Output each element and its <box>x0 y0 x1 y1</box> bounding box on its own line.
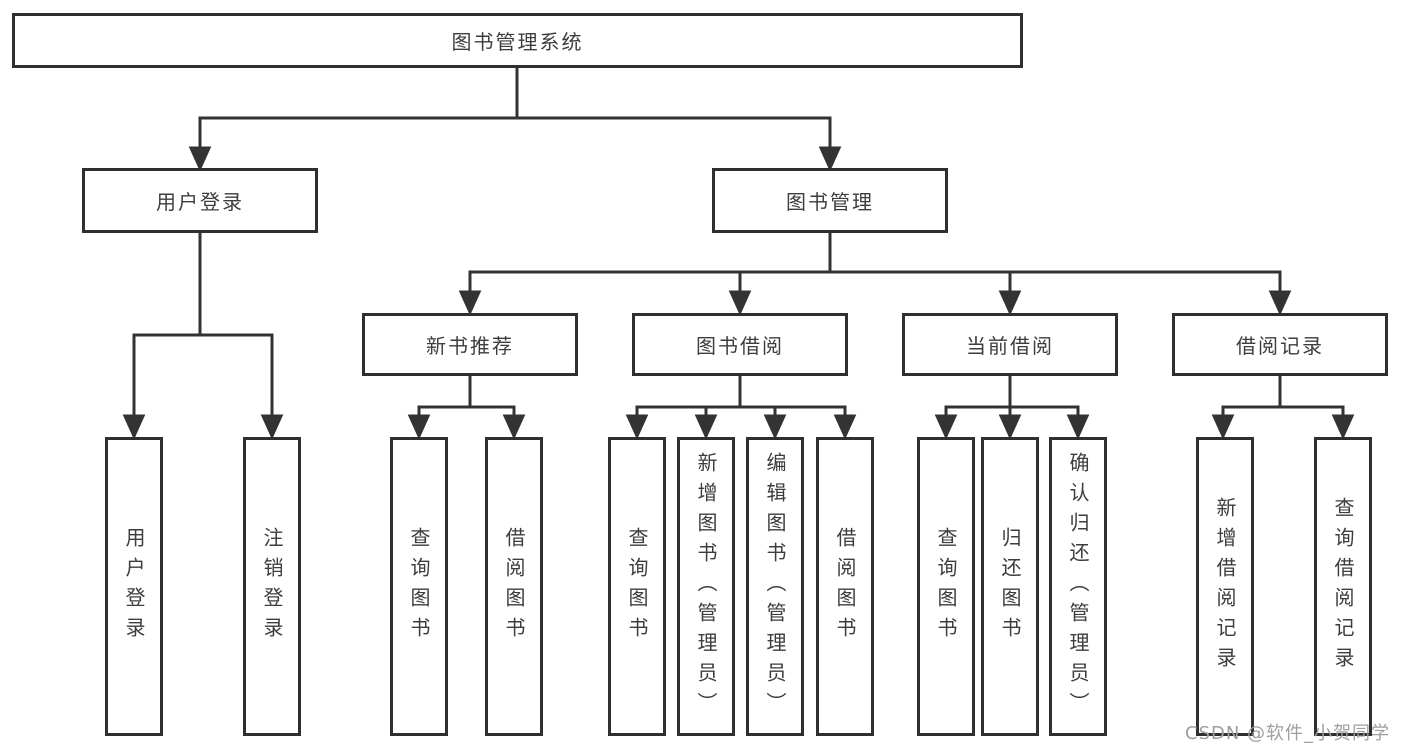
leaf-logout-label: 注销登录 <box>260 526 284 647</box>
arrowhead-down-icon <box>188 146 212 172</box>
arrowhead-down-icon <box>763 414 787 440</box>
node-book-mgmt-label: 图书管理 <box>786 190 874 214</box>
node-book-mgmt: 图书管理 <box>712 168 948 233</box>
leaf-add-books-admin-label: 新增图书（管理员） <box>694 451 718 722</box>
arrowhead-down-icon <box>502 414 526 440</box>
arrowhead-down-icon <box>458 290 482 316</box>
leaf-rec-borrow-books-label: 借阅图书 <box>502 526 526 647</box>
node-user-login: 用户登录 <box>82 168 318 233</box>
leaf-query-borrow-record-label: 查询借阅记录 <box>1331 496 1355 677</box>
leaf-add-borrow-record: 新增借阅记录 <box>1196 437 1254 736</box>
node-user-login-label: 用户登录 <box>156 190 244 214</box>
leaf-confirm-return-admin: 确认归还（管理员） <box>1049 437 1107 736</box>
arrowhead-down-icon <box>1211 414 1235 440</box>
arrowhead-down-icon <box>407 414 431 440</box>
leaf-rec-borrow-books: 借阅图书 <box>485 437 543 736</box>
connector-root-to-level2 <box>188 66 842 172</box>
arrowhead-down-icon <box>260 414 284 440</box>
leaf-rec-query-books: 查询图书 <box>390 437 448 736</box>
leaf-logout: 注销登录 <box>243 437 301 736</box>
connector-borrow-records-to-leaves <box>1211 374 1355 440</box>
arrowhead-down-icon <box>625 414 649 440</box>
csdn-watermark: CSDN @软件_小贺同学 <box>1185 723 1391 744</box>
arrowhead-down-icon <box>694 414 718 440</box>
arrowhead-down-icon <box>1331 414 1355 440</box>
node-book-borrow: 图书借阅 <box>632 313 848 376</box>
node-borrow-records-label: 借阅记录 <box>1236 334 1324 358</box>
arrowhead-down-icon <box>833 414 857 440</box>
leaf-borrow-books-label: 借阅图书 <box>833 526 857 647</box>
leaf-add-books-admin: 新增图书（管理员） <box>677 437 735 736</box>
leaf-borrow-books: 借阅图书 <box>816 437 874 736</box>
leaf-borrow-query-books-label: 查询图书 <box>625 526 649 647</box>
leaf-return-books: 归还图书 <box>981 437 1039 736</box>
node-borrow-records: 借阅记录 <box>1172 313 1388 376</box>
leaf-current-query-books-label: 查询图书 <box>934 526 958 647</box>
connector-book-borrow-to-leaves <box>625 374 857 440</box>
node-book-borrow-label: 图书借阅 <box>696 334 784 358</box>
arrowhead-down-icon <box>728 290 752 316</box>
leaf-confirm-return-admin-label: 确认归还（管理员） <box>1066 451 1090 722</box>
connector-book-mgmt-to-level3 <box>458 231 1292 316</box>
node-root-label: 图书管理系统 <box>451 30 584 54</box>
leaf-return-books-label: 归还图书 <box>998 526 1022 647</box>
connector-new-book-rec-to-leaves <box>407 374 526 440</box>
leaf-add-borrow-record-label: 新增借阅记录 <box>1213 496 1237 677</box>
node-new-book-rec-label: 新书推荐 <box>426 334 514 358</box>
connector-user-login-to-leaves <box>122 231 284 440</box>
leaf-current-query-books: 查询图书 <box>917 437 975 736</box>
leaf-query-borrow-record: 查询借阅记录 <box>1314 437 1372 736</box>
leaf-user-login: 用户登录 <box>105 437 163 736</box>
leaf-rec-query-books-label: 查询图书 <box>407 526 431 647</box>
connector-current-borrow-to-leaves <box>934 374 1090 440</box>
leaf-user-login-label: 用户登录 <box>122 526 146 647</box>
arrowhead-down-icon <box>998 290 1022 316</box>
node-current-borrow: 当前借阅 <box>902 313 1118 376</box>
arrowhead-down-icon <box>1066 414 1090 440</box>
arrowhead-down-icon <box>818 146 842 172</box>
arrowhead-down-icon <box>998 414 1022 440</box>
arrowhead-down-icon <box>122 414 146 440</box>
node-current-borrow-label: 当前借阅 <box>966 334 1054 358</box>
leaf-borrow-query-books: 查询图书 <box>608 437 666 736</box>
node-root: 图书管理系统 <box>12 13 1023 68</box>
leaf-edit-books-admin-label: 编辑图书（管理员） <box>763 451 787 722</box>
arrowhead-down-icon <box>934 414 958 440</box>
node-new-book-rec: 新书推荐 <box>362 313 578 376</box>
leaf-edit-books-admin: 编辑图书（管理员） <box>746 437 804 736</box>
arrowhead-down-icon <box>1268 290 1292 316</box>
